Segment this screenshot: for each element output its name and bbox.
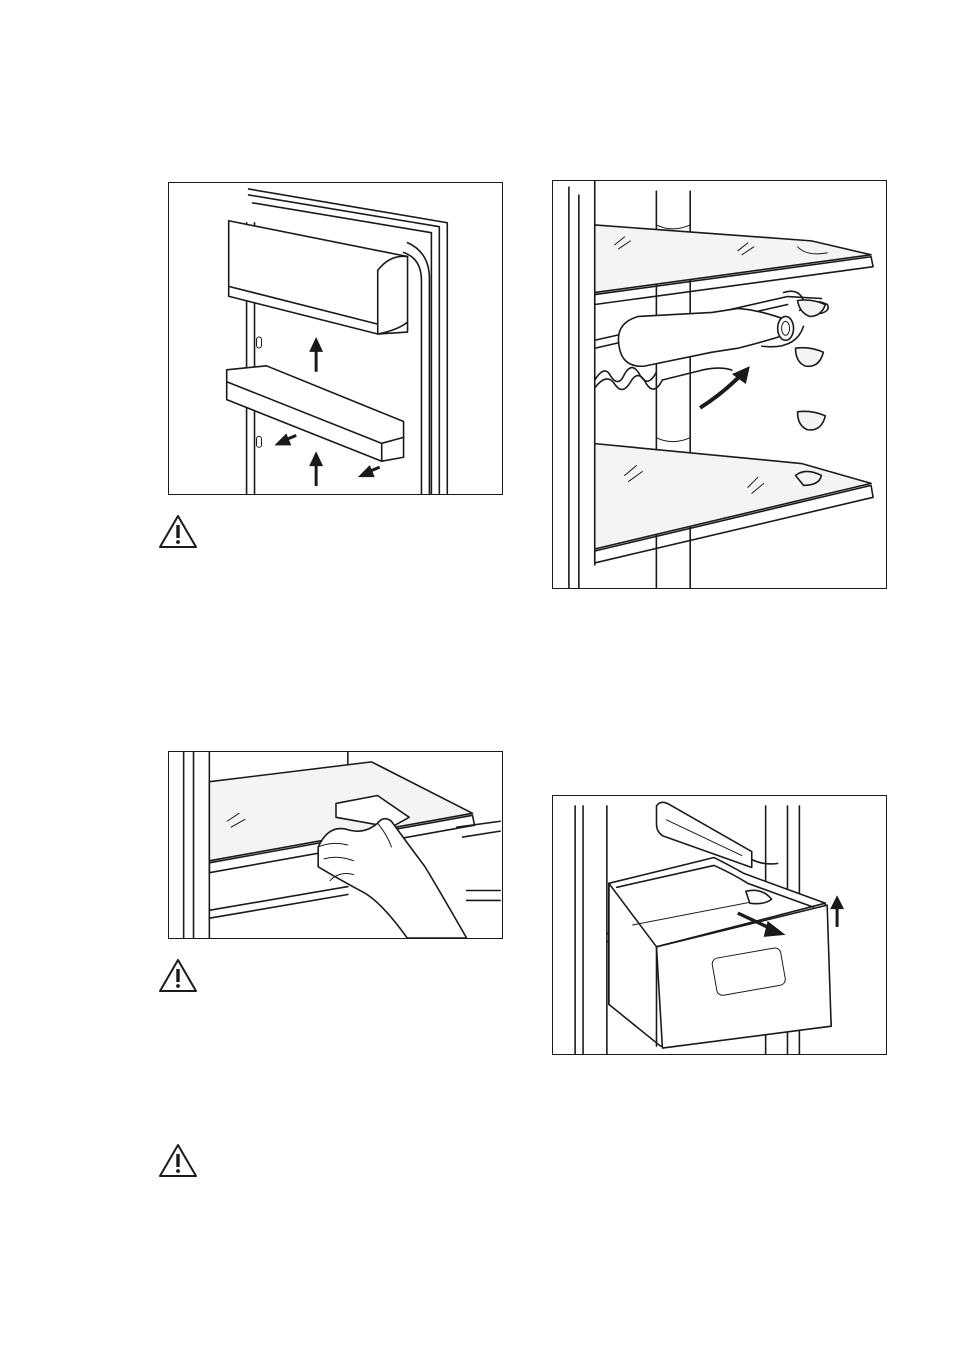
figure-door-balcony-removal xyxy=(168,182,503,495)
arrow-up-icon xyxy=(830,895,844,927)
arrow-left-icon xyxy=(358,465,380,477)
warning-triangle-icon xyxy=(158,514,198,550)
arrow-left-icon xyxy=(274,433,296,445)
hand-icon xyxy=(318,819,466,938)
warning-triangle-icon xyxy=(158,958,198,994)
arrow-up-icon xyxy=(309,337,323,372)
figure-glass-shelf-removal xyxy=(168,751,503,939)
arrow-up-icon xyxy=(309,451,323,486)
curved-arrow-icon xyxy=(700,366,750,408)
warning-triangle-icon xyxy=(158,1143,198,1179)
figure-bottle-rack-on-shelf xyxy=(552,180,887,589)
figure-vegetable-drawer-removal xyxy=(552,795,887,1055)
